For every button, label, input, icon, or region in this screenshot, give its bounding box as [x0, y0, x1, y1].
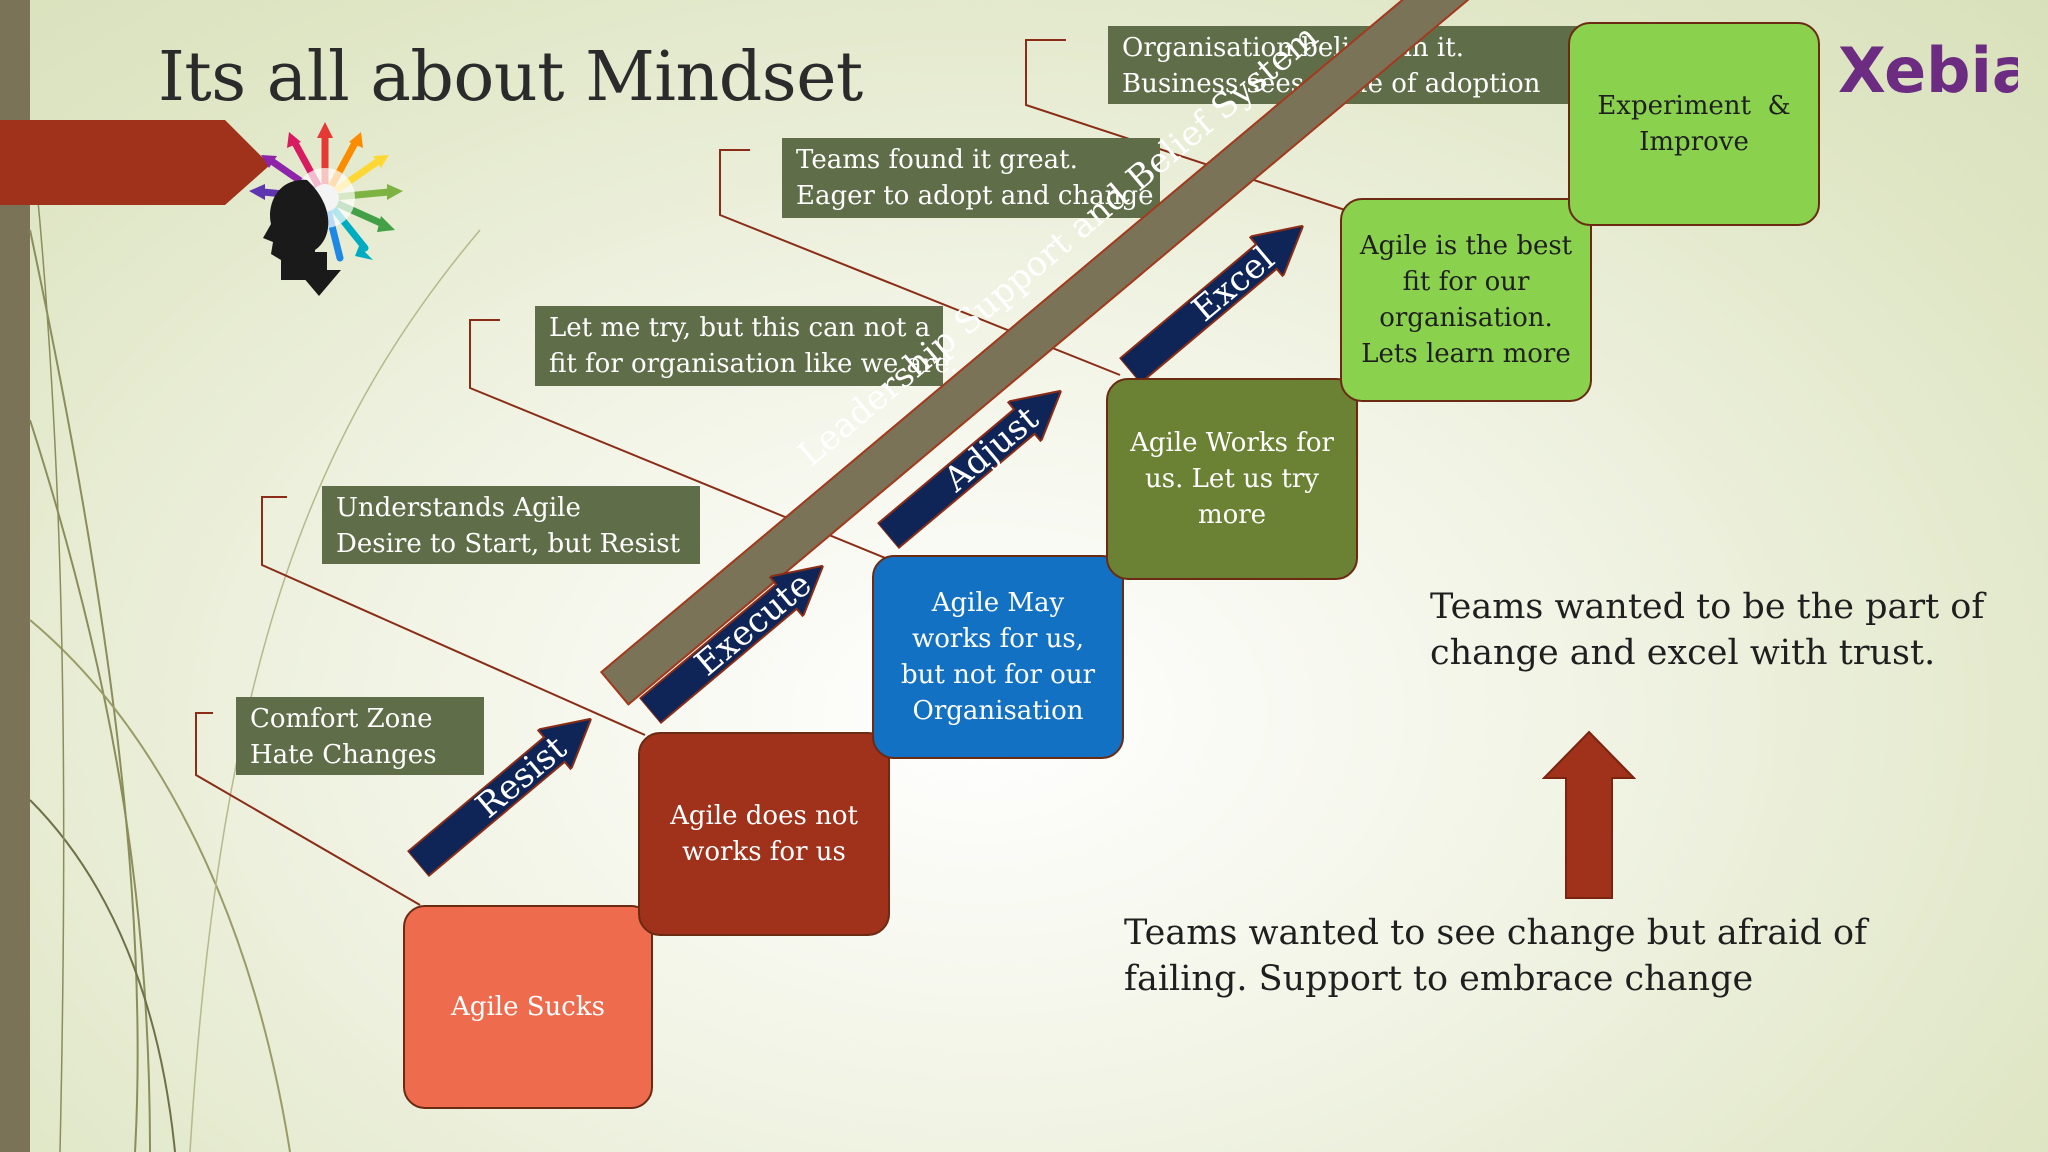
stage-agile-works: Agile Works for us. Let us try more: [1106, 378, 1358, 580]
logo-text: Xebia: [1838, 34, 2018, 107]
note-line: Teams wanted to be the part of: [1430, 587, 1985, 627]
stage-experiment-improve: Experiment & Improve: [1568, 22, 1820, 226]
note-excel-with-trust: Teams wanted to be the part of change an…: [1430, 584, 1984, 676]
stage-line: fit for our: [1402, 267, 1530, 297]
page-title: Its all about Mindset: [158, 38, 863, 117]
stage-line: Agile Works for: [1130, 428, 1334, 458]
stage-line: works for us: [682, 837, 846, 867]
head-with-colorful-arrows-icon: [249, 122, 403, 296]
connector-understands-agile: [261, 496, 646, 736]
callout-let-me-try: Let me try, but this can not a fit for o…: [535, 306, 959, 386]
stage-line: Improve: [1639, 127, 1749, 157]
arrow-excel: Excel: [1113, 206, 1320, 391]
stage-line: Agile is the best: [1359, 231, 1573, 261]
note-line: change and excel with trust.: [1430, 633, 1936, 673]
stage-line: Lets learn more: [1361, 339, 1571, 369]
connector-let-me-try: [469, 319, 891, 561]
connector-organisation: [1025, 39, 1346, 211]
arrow-resist-shape: [406, 717, 593, 878]
stage-agile-may-work: Agile May works for us, but not for our …: [872, 555, 1124, 759]
callout-line: Hate Changes: [250, 740, 437, 770]
stage-line: but not for our: [900, 660, 1095, 690]
arrow-excel-shape: [1118, 224, 1305, 385]
note-line: Teams wanted to see change but afraid of: [1124, 913, 1868, 953]
stage-line: Organisation: [912, 696, 1084, 726]
callout-line: Understands Agile: [336, 493, 581, 523]
arrow-execute: Execute: [633, 546, 840, 731]
stage-line: us. Let us try: [1145, 464, 1319, 494]
callout-line: Let me try, but this can not a: [549, 313, 931, 343]
up-arrow-icon: [1542, 730, 1636, 899]
title-banner: [0, 120, 270, 205]
callout-line: Eager to adopt and change: [796, 181, 1154, 211]
callout-line: Comfort Zone: [250, 704, 433, 734]
connector-comfort-zone: [195, 712, 421, 906]
callout-line: fit for organisation like we are.: [549, 349, 959, 379]
arrow-execute-shape: [638, 564, 825, 725]
arrow-adjust-shape: [876, 389, 1063, 550]
xebia-logo: Xebia: [1838, 34, 2018, 107]
callout-comfort-zone: Comfort Zone Hate Changes: [236, 697, 484, 775]
connector-teams-found: [719, 149, 1121, 376]
arrow-adjust: Adjust: [871, 371, 1078, 556]
stage-agile-best-fit: Agile is the best fit for our organisati…: [1340, 198, 1592, 402]
note-line: failing. Support to embrace change: [1124, 959, 1754, 999]
stage-line: works for us,: [911, 624, 1085, 654]
stage-line: Agile does not: [670, 801, 858, 831]
callout-line: Desire to Start, but Resist: [336, 529, 681, 559]
stage-line: Agile May: [931, 588, 1065, 618]
callout-line: Teams found it great.: [796, 145, 1078, 175]
callout-teams-found: Teams found it great. Eager to adopt and…: [782, 138, 1160, 218]
stage-line: Agile Sucks: [451, 992, 605, 1022]
arrow-resist: Resist: [401, 699, 608, 884]
stage-agile-sucks: Agile Sucks: [403, 905, 653, 1109]
stage-line: more: [1197, 500, 1267, 530]
callout-understands-agile: Understands Agile Desire to Start, but R…: [322, 486, 700, 564]
stage-agile-does-not-work: Agile does not works for us: [638, 732, 890, 936]
stage-line: organisation.: [1379, 303, 1553, 333]
stage-line: Experiment &: [1597, 91, 1791, 121]
note-afraid-of-failing: Teams wanted to see change but afraid of…: [1124, 910, 1867, 1002]
